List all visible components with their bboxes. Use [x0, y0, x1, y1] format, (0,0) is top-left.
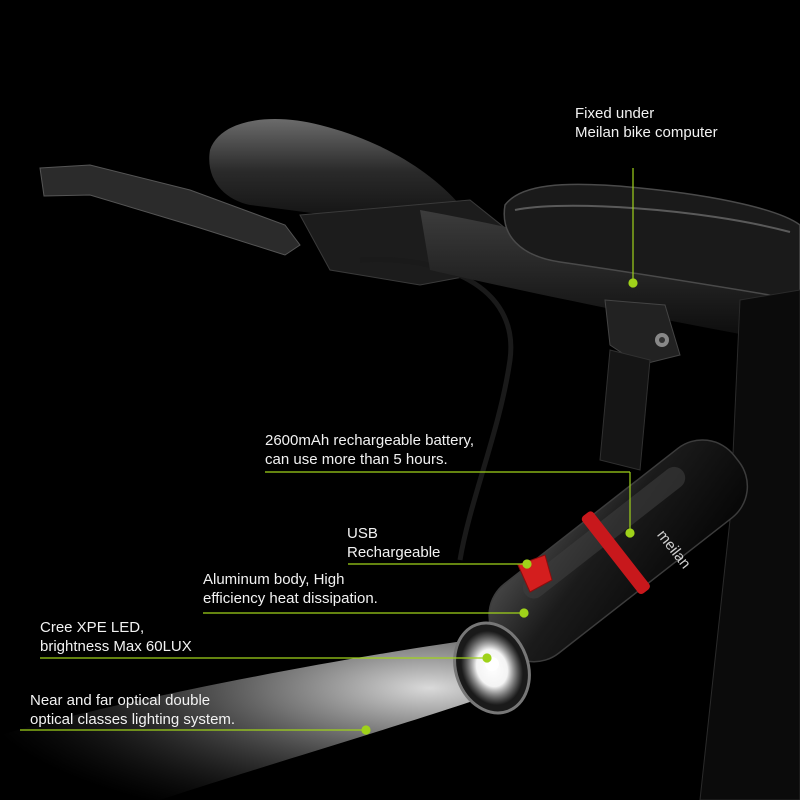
- callout-led-line-2: brightness Max 60LUX: [40, 638, 192, 655]
- callout-lines: [20, 168, 638, 735]
- handlebar: [420, 210, 800, 345]
- callout-usb: USB Rechargeable: [347, 524, 440, 562]
- callout-body-line-2: efficiency heat dissipation.: [203, 590, 378, 607]
- bike-computer: [503, 183, 800, 301]
- fork: [699, 289, 800, 800]
- mount-arm: [604, 299, 681, 366]
- brake-cable: [359, 256, 514, 561]
- callout-usb-line-1: USB: [347, 525, 378, 542]
- callout-usb-line-2: Rechargeable: [347, 544, 441, 561]
- callout-battery-line-2: can use more than 5 hours.: [265, 451, 448, 468]
- brake-lever: [39, 164, 301, 256]
- callout-battery: 2600mAh rechargeable battery, can use mo…: [265, 431, 474, 469]
- callout-battery-line-1: 2600mAh rechargeable battery,: [265, 432, 475, 449]
- callout-optics: Near and far optical double optical clas…: [30, 691, 235, 729]
- callout-mount-line-1: Fixed under: [575, 105, 655, 122]
- callout-mount-line-2: Meilan bike computer: [575, 124, 718, 141]
- callout-optics-line-2: optical classes lighting system.: [30, 711, 236, 728]
- light-beam: [0, 640, 505, 800]
- callout-optics-line-1: Near and far optical double: [30, 692, 211, 709]
- callout-led: Cree XPE LED, brightness Max 60LUX: [40, 618, 192, 656]
- callout-led-line-1: Cree XPE LED,: [40, 619, 145, 636]
- callout-mount: Fixed under Meilan bike computer: [575, 104, 718, 142]
- callout-body: Aluminum body, High efficiency heat diss…: [203, 570, 378, 608]
- callout-body-line-1: Aluminum body, High: [203, 571, 345, 588]
